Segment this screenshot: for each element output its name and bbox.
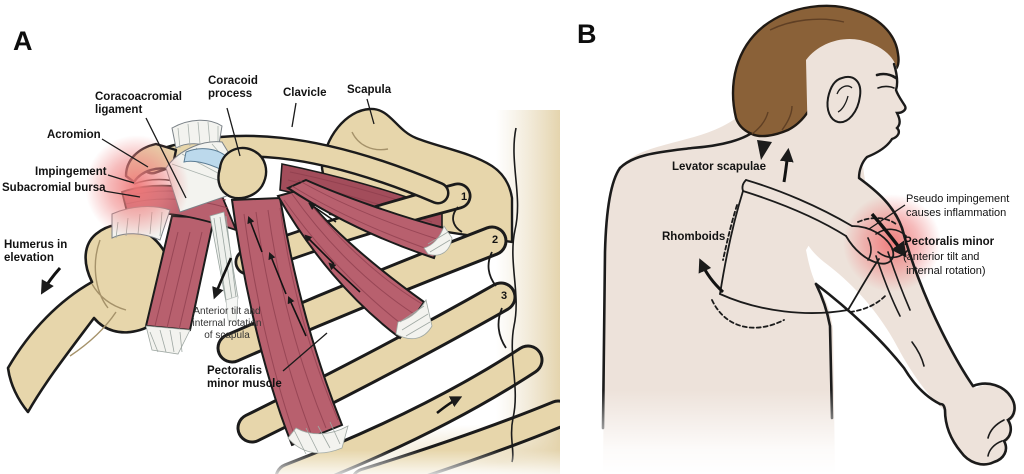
panel-b-letter: B	[577, 19, 597, 49]
pectoralis-minor-muscle	[230, 178, 453, 455]
label-humerus-in-elevation: Humerus in elevation	[4, 239, 68, 264]
muscle-pull-arrows	[247, 202, 361, 337]
panel-a-illustration	[0, 98, 560, 474]
label-levator-scapulae: Levator scapulae	[672, 161, 766, 173]
bottom-fade-b	[596, 390, 858, 474]
rib-number-2: 2	[492, 234, 499, 246]
bottom-fade	[0, 450, 560, 474]
pectoralis-minor-band-left	[144, 214, 216, 355]
pectoralis-minor-tendon	[209, 211, 239, 323]
scapula-outline	[711, 179, 909, 329]
label-pseudo-impingement: Pseudo impingement causes inflammation	[906, 193, 1010, 219]
panel-a-letter: A	[13, 26, 33, 56]
rib-number-3: 3	[501, 290, 508, 302]
leader-lines	[101, 98, 375, 372]
label-rhomboids: Rhomboids	[662, 231, 726, 243]
label-acromion: Acromion	[47, 129, 101, 141]
label-coracoid-process: Coracoid process	[208, 75, 258, 100]
label-scapula: Scapula	[347, 84, 392, 96]
label-pectoralis-minor-muscle: Pectoralis minor muscle	[207, 365, 282, 390]
impingement-glow	[85, 135, 189, 239]
direction-arrows	[40, 257, 463, 415]
label-coracoacromial-ligament: Coracoacromial ligament	[95, 91, 182, 116]
direction-arrows-b	[698, 147, 907, 294]
panel-b-illustration	[596, 4, 1017, 474]
label-clavicle: Clavicle	[283, 87, 327, 99]
label-impingement: Impingement	[35, 166, 107, 178]
label-pectoralis-minor-title: Pectoralis minor	[904, 236, 995, 248]
rib-number-1: 1	[461, 191, 468, 203]
coracoid-process-bone	[217, 146, 268, 200]
label-anterior-tilt: Anterior tilt and internal rotation of s…	[192, 306, 262, 341]
face	[806, 38, 907, 180]
label-subacromial-bursa: Subacromial bursa	[2, 182, 106, 194]
pseudo-impingement-leader	[868, 204, 906, 230]
label-pectoralis-minor-sub: (anterior tilt and internal rotation)	[903, 251, 986, 277]
body-outlines	[601, 126, 1016, 466]
